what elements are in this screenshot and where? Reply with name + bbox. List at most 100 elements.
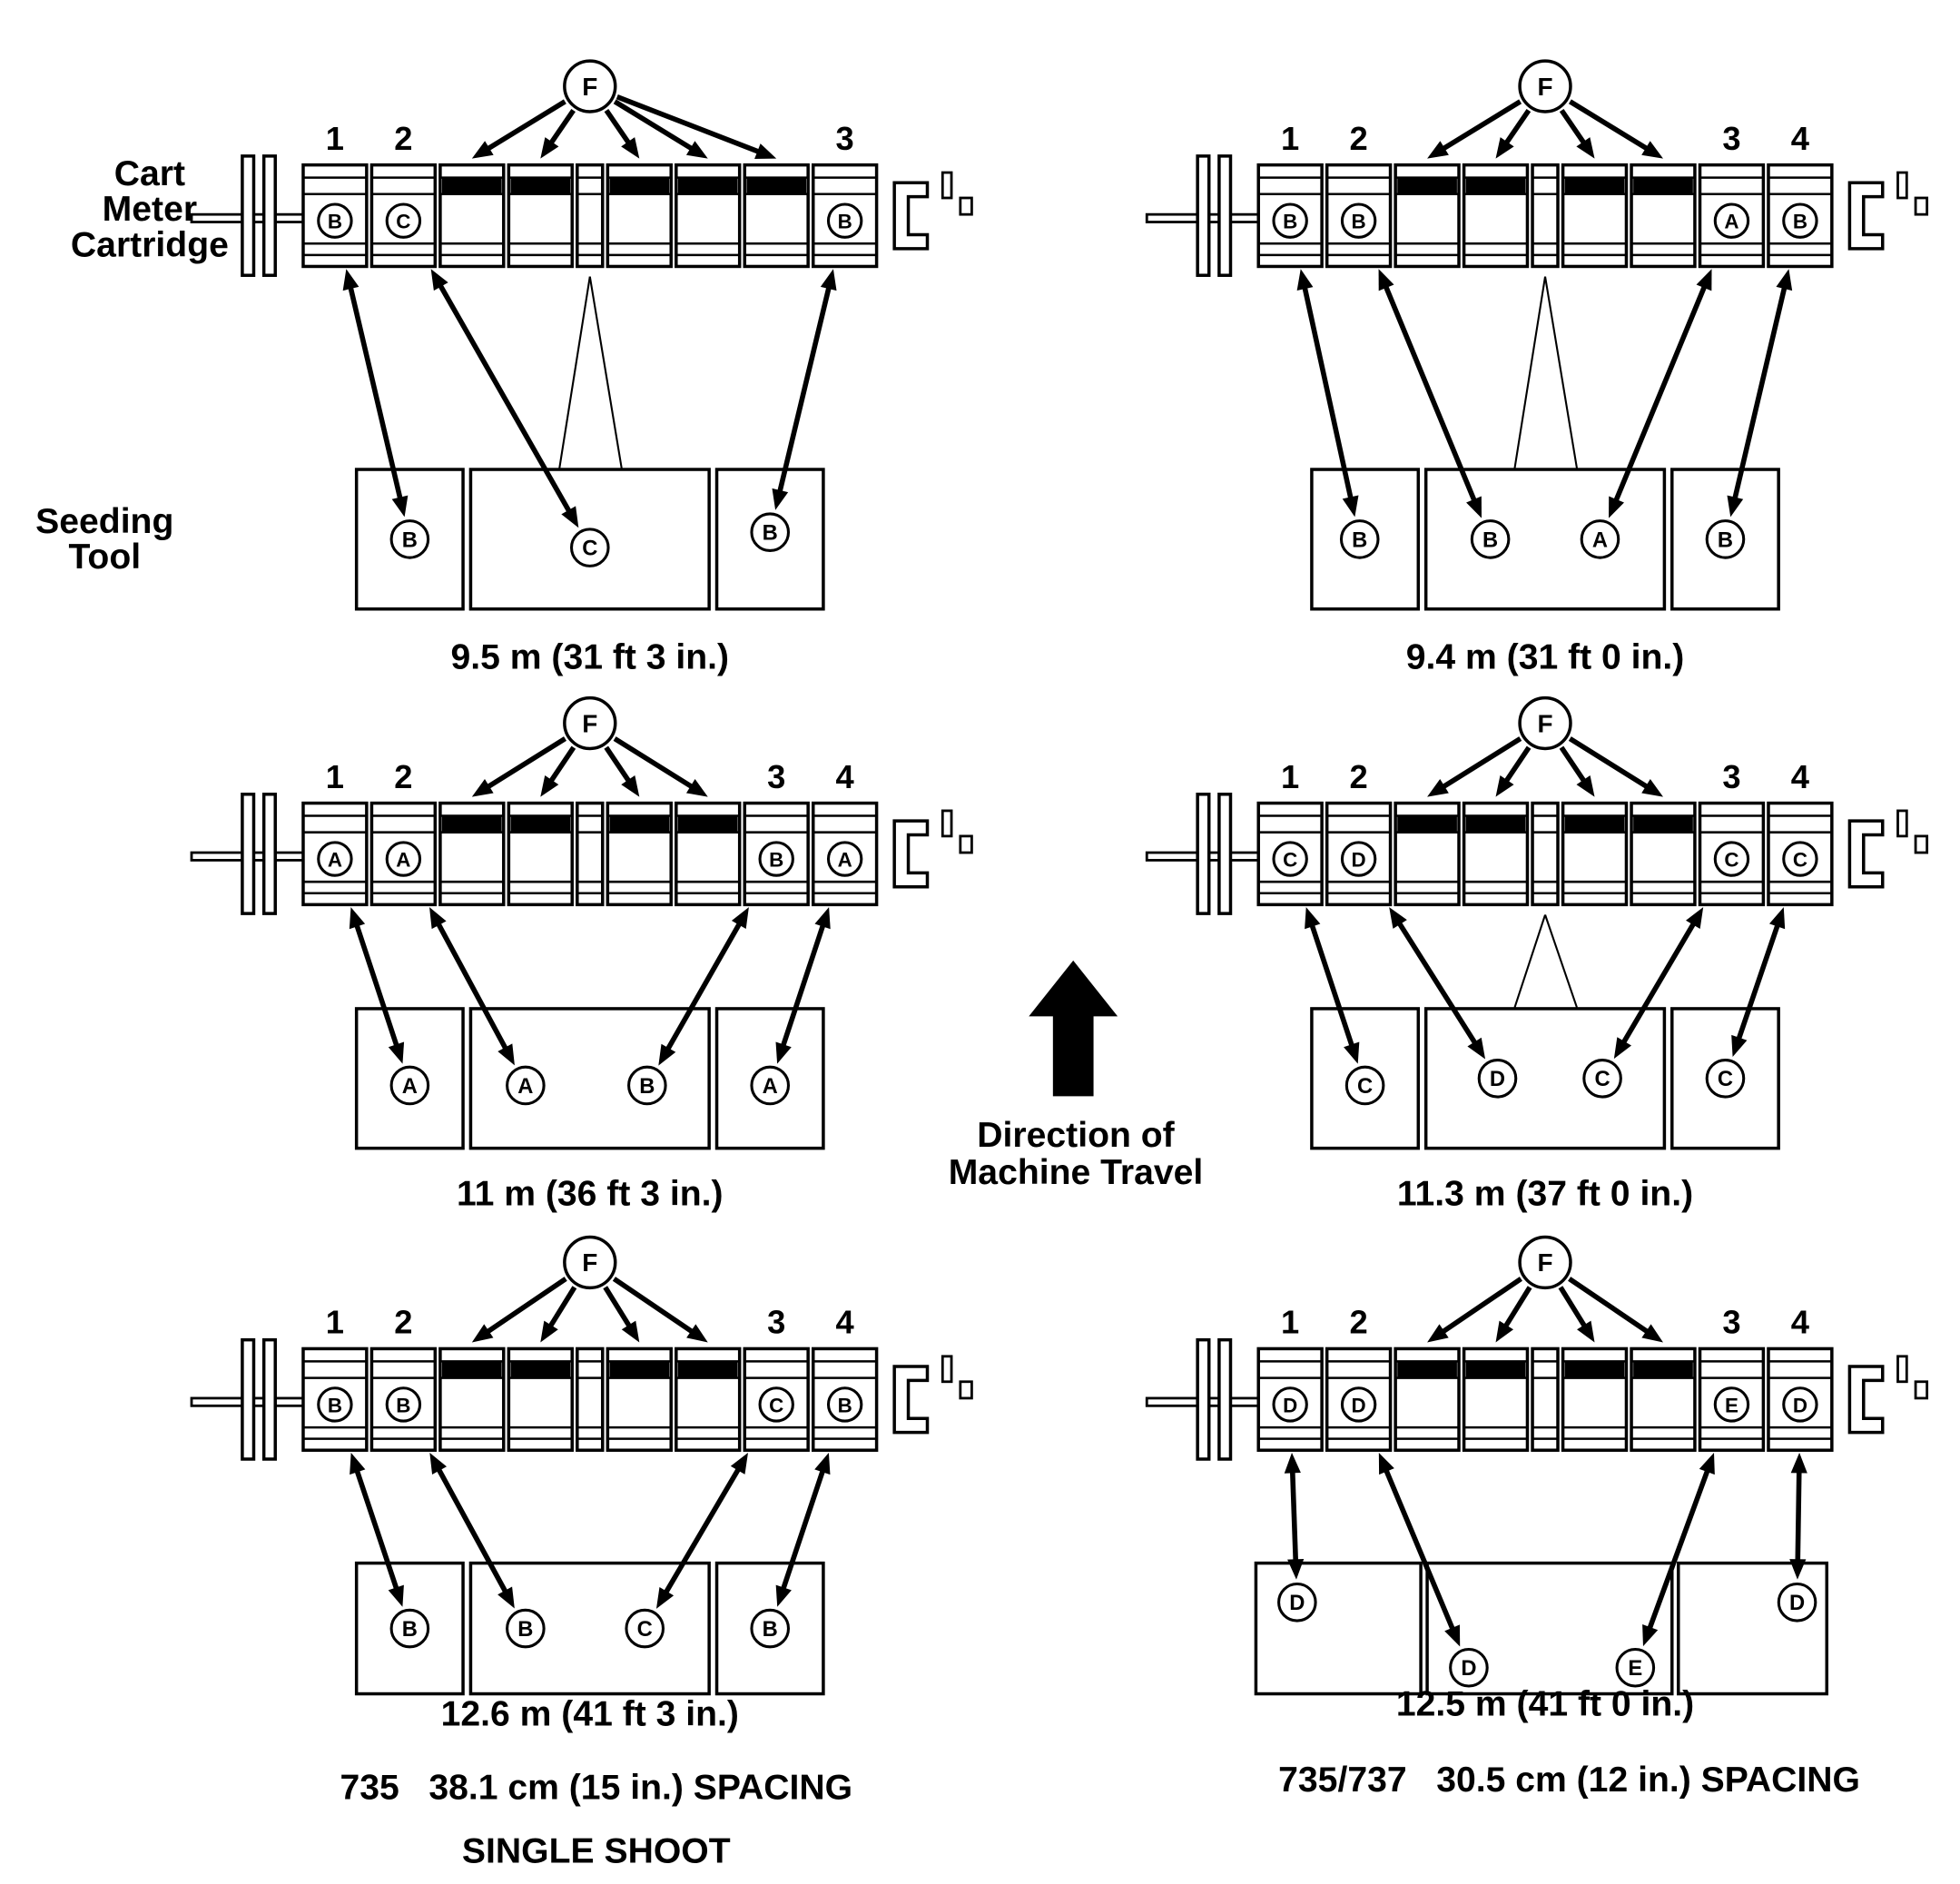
tool-letter: B (517, 1617, 533, 1642)
position-number: 1 (1281, 120, 1299, 157)
shaft-plate (261, 793, 277, 915)
tool-section (1677, 1561, 1829, 1696)
tool-letter-circle (627, 1065, 667, 1106)
position-number: 2 (394, 758, 412, 795)
meter-to-tool-arrow-head (1284, 1453, 1301, 1474)
f-arrow (603, 1286, 634, 1331)
meter-to-tool-arrow (347, 282, 404, 503)
tool-letter-circle (389, 1608, 430, 1649)
meter-to-tool-arrow (1394, 918, 1480, 1048)
metering-band (1564, 815, 1625, 833)
f-arrow (604, 108, 634, 148)
meter-to-tool-arrow-head (1466, 496, 1482, 518)
meter-to-tool-arrow-head (1699, 1453, 1715, 1475)
meter-letter: D (1352, 1394, 1366, 1416)
meter-to-tool-arrow-head (342, 269, 359, 291)
position-number: 3 (1722, 1304, 1740, 1341)
meter-letter: B (1283, 211, 1297, 233)
meter-letter: A (1724, 211, 1738, 233)
meter-letter-circle (1713, 841, 1750, 877)
meter-letter: B (396, 1394, 410, 1416)
f-arrow-head (1641, 779, 1663, 797)
meter-cartridge-position (1256, 801, 1324, 907)
position-number: 1 (1281, 1304, 1299, 1341)
f-arrow-head (1495, 774, 1514, 797)
f-arrow-head (1576, 774, 1595, 797)
f-arrow-head (1641, 141, 1663, 159)
tool-section (1254, 1561, 1423, 1696)
end-pin (941, 171, 953, 200)
f-arrow (1568, 736, 1652, 792)
meter-to-tool-arrow (353, 921, 400, 1051)
tool-letter: C (1357, 1074, 1373, 1099)
metering-band (1397, 815, 1457, 833)
end-pin (1896, 1355, 1908, 1384)
end-pin (1914, 834, 1929, 854)
meter-to-tool-arrow (353, 1466, 400, 1593)
meter-letter-circle (758, 1386, 794, 1423)
meter-to-tool-arrow (1289, 1467, 1299, 1564)
end-pin (1896, 809, 1908, 838)
metering-band (510, 1361, 571, 1378)
meter-letter-circle (1782, 841, 1818, 877)
meter-to-tool-arrow-head (1467, 1037, 1486, 1060)
tool-section (1423, 468, 1667, 611)
cart-meter-cartridge-label-line2: Meter (102, 189, 198, 229)
position-number: 3 (1722, 120, 1740, 157)
seeding-tool-label-line1: Seeding (35, 500, 174, 541)
tool-letter-circle (1615, 1647, 1656, 1688)
meter-letter: A (396, 848, 410, 871)
f-arrow-head (471, 141, 494, 159)
caption-11m: 11 m (36 ft 3 in.) (456, 1173, 724, 1213)
f-arrow (547, 745, 576, 786)
end-pin (959, 196, 973, 216)
shaft-plate (261, 1337, 277, 1461)
f-arrow (1438, 736, 1522, 792)
tool-letter-circle (1705, 1058, 1746, 1099)
footer-735-spacing: 735 38.1 cm (15 in.) SPACING (340, 1767, 853, 1807)
meter-letter-circle (758, 841, 794, 877)
f-arrow (483, 99, 566, 153)
position-number: 3 (767, 758, 785, 795)
end-pin (941, 809, 953, 838)
f-arrow (1502, 745, 1532, 786)
meter-to-tool-arrow-head (429, 1453, 448, 1475)
meter-to-tool-arrow-head (814, 907, 831, 930)
f-arrow (604, 745, 634, 786)
f-arrow-head (1495, 137, 1514, 159)
funnel-line (1543, 276, 1579, 469)
shaft-plate (1217, 793, 1233, 915)
meter-letter-circle (1340, 1386, 1377, 1423)
meter-to-tool-arrow (776, 282, 832, 497)
tool-letter-circle (506, 1065, 546, 1106)
caption-12-6m: 12.6 m (41 ft 3 in.) (440, 1693, 739, 1733)
f-arrow (1438, 1277, 1522, 1337)
meter-to-tool-arrow-head (388, 1041, 405, 1064)
tool-letter-circle (625, 1608, 665, 1649)
meter-to-tool-arrow (1619, 919, 1699, 1048)
f-arrow-head (1427, 1324, 1449, 1343)
meter-to-tool-arrow-head (814, 1453, 831, 1475)
metering-band (1564, 1361, 1625, 1378)
tool-letter-circle (506, 1608, 546, 1649)
metering-band (510, 815, 571, 833)
rank-f-letter: F (582, 73, 597, 101)
tool-letter: B (1352, 528, 1367, 552)
metering-band (1465, 815, 1526, 833)
meter-to-tool-arrow-head (1686, 907, 1704, 930)
rank-f-letter: F (1537, 73, 1552, 101)
funnel-line (1513, 276, 1547, 469)
position-number: 3 (1722, 758, 1740, 795)
meter-to-tool-arrow-head (1609, 496, 1625, 518)
f-arrow-head (621, 774, 640, 797)
end-bracket (1847, 819, 1885, 889)
meter-to-tool-arrow-head (388, 1584, 404, 1607)
metering-band (1397, 1361, 1457, 1378)
tool-letter-circle (1777, 1582, 1817, 1623)
meter-to-tool-arrow-head (820, 269, 837, 291)
meter-letter: A (328, 848, 342, 871)
tool-section (468, 1007, 711, 1150)
position-number: 1 (326, 758, 344, 795)
